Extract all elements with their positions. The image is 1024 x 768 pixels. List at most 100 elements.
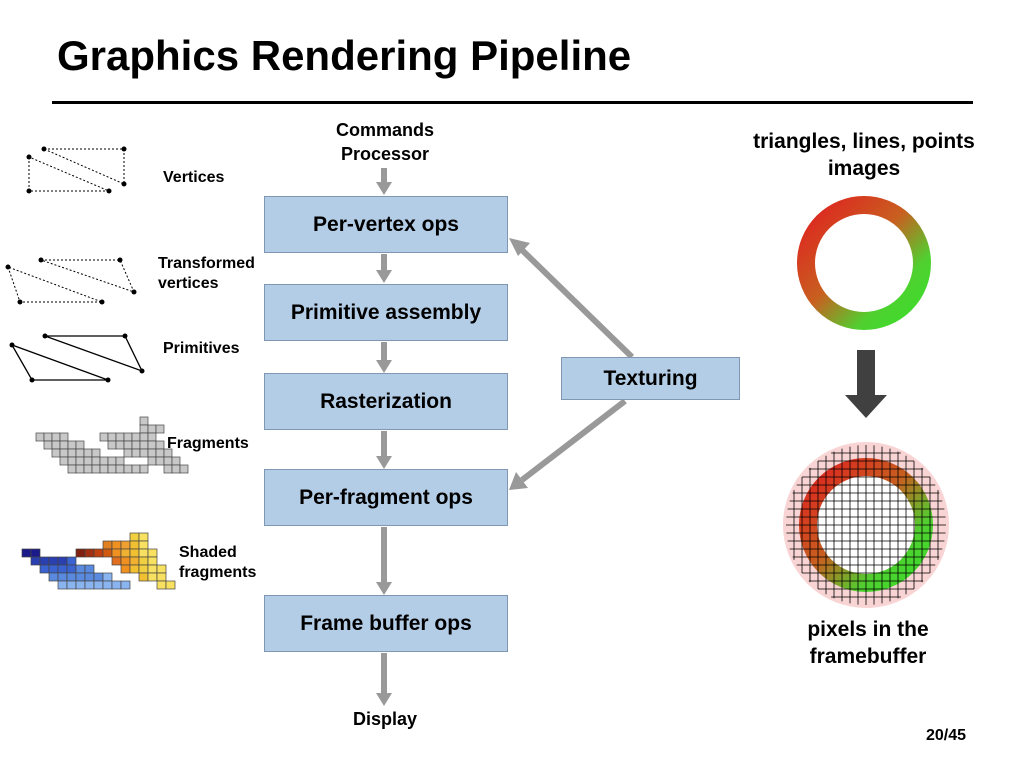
pixel-cell — [67, 440, 77, 450]
pixel-cell — [84, 580, 95, 590]
pixel-cell — [99, 432, 109, 442]
pixel-cell — [84, 548, 95, 558]
top-caption-line-2: images — [827, 157, 901, 180]
pixel-cell — [102, 572, 113, 582]
pixel-cell — [131, 440, 141, 450]
pixel-cell — [66, 580, 77, 590]
pixel-cell — [39, 564, 50, 574]
pixel-cell — [75, 564, 86, 574]
pixel-cell — [67, 448, 77, 458]
bottom-caption-line-1: pixels in the — [807, 618, 929, 641]
pixel-cell — [131, 464, 141, 474]
pixel-cell — [138, 540, 149, 550]
vertices-label: Vertices — [163, 169, 225, 186]
pixel-cell — [171, 464, 181, 474]
pixel-cell — [91, 456, 101, 466]
pixel-cell — [30, 548, 41, 558]
commands-processor-label: Commands Processor — [310, 118, 460, 166]
pixel-cell — [107, 432, 117, 442]
pixel-cell — [75, 464, 85, 474]
pixel-cell — [138, 556, 149, 566]
pixel-cell — [120, 580, 131, 590]
color-ring-icon — [797, 196, 931, 330]
title-rule — [52, 101, 973, 104]
stage-per-vertex-ops: Per-vertex ops — [264, 196, 508, 253]
pixel-cell — [83, 448, 93, 458]
pixel-cell — [120, 540, 131, 550]
pixel-cell — [156, 572, 167, 582]
texturing-box: Texturing — [561, 357, 740, 400]
bottom-caption: pixels in the framebuffer — [748, 616, 988, 670]
page-number: 20/45 — [926, 727, 967, 744]
pixel-cell — [21, 548, 32, 558]
pixel-cell — [91, 448, 101, 458]
pixel-cell — [107, 456, 117, 466]
pixel-cell — [115, 464, 125, 474]
pixel-cell — [57, 556, 68, 566]
pixel-cell — [48, 572, 59, 582]
pixel-cell — [83, 464, 93, 474]
pixel-cell — [75, 440, 85, 450]
pixel-cell — [129, 540, 140, 550]
pixel-cell — [115, 432, 125, 442]
pixel-cell — [66, 556, 77, 566]
pixel-cell — [155, 448, 165, 458]
pixel-cell — [120, 556, 131, 566]
vertices-dotted-triangle-pair-icon — [28, 148, 125, 192]
pixel-cell — [129, 556, 140, 566]
transformed-vertices-label: Transformed vertices — [158, 254, 255, 294]
pixel-cell — [147, 564, 158, 574]
pixel-cell — [84, 564, 95, 574]
shaded-label-line-1: Shaded — [179, 544, 237, 561]
pixel-cell — [93, 580, 104, 590]
pixel-cell — [147, 548, 158, 558]
pixel-cell — [30, 556, 41, 566]
down-arrow-icon — [845, 350, 887, 418]
pixel-cell — [107, 464, 117, 474]
pixel-cell — [139, 416, 149, 426]
pixel-cell — [139, 440, 149, 450]
pixel-cell — [57, 564, 68, 574]
pixel-cell — [147, 432, 157, 442]
pixel-cell — [48, 564, 59, 574]
pixel-cell — [57, 572, 68, 582]
display-label: Display — [352, 709, 418, 729]
pixel-cell — [123, 464, 133, 474]
pixel-cell — [139, 424, 149, 434]
pixel-cell — [57, 580, 68, 590]
pipeline-arrows — [376, 168, 392, 706]
pixel-cell — [147, 456, 157, 466]
pixel-cell — [120, 548, 131, 558]
pixel-cell — [147, 440, 157, 450]
pixel-cell — [138, 548, 149, 558]
pixel-cell — [93, 572, 104, 582]
pixel-cell — [59, 440, 69, 450]
pixel-cell — [165, 580, 176, 590]
shaded-fragment-icon — [21, 532, 176, 590]
primitives-label: Primitives — [163, 340, 240, 357]
pixel-cell — [139, 432, 149, 442]
pixel-cell — [131, 432, 141, 442]
pixel-cell — [131, 448, 141, 458]
pixel-cell — [43, 440, 53, 450]
pixel-cell — [147, 448, 157, 458]
commands-label-line-2: Processor — [340, 144, 430, 164]
pixel-cell — [123, 448, 133, 458]
pixel-cell — [91, 464, 101, 474]
pixel-cell — [43, 432, 53, 442]
pixel-cell — [59, 456, 69, 466]
pixel-cell — [129, 532, 140, 542]
pixel-cell — [59, 448, 69, 458]
pixel-cell — [129, 564, 140, 574]
pixel-cell — [139, 448, 149, 458]
pixel-cell — [123, 440, 133, 450]
pixel-cell — [123, 432, 133, 442]
pixel-cell — [51, 440, 61, 450]
primitives-solid-triangle-pair-icon — [10, 335, 144, 381]
pixel-cell — [111, 548, 122, 558]
stage-per-fragment-ops: Per-fragment ops — [264, 469, 508, 526]
fragments-label: Fragments — [167, 435, 249, 452]
bottom-caption-line-2: framebuffer — [809, 645, 927, 668]
pixel-cell — [66, 572, 77, 582]
